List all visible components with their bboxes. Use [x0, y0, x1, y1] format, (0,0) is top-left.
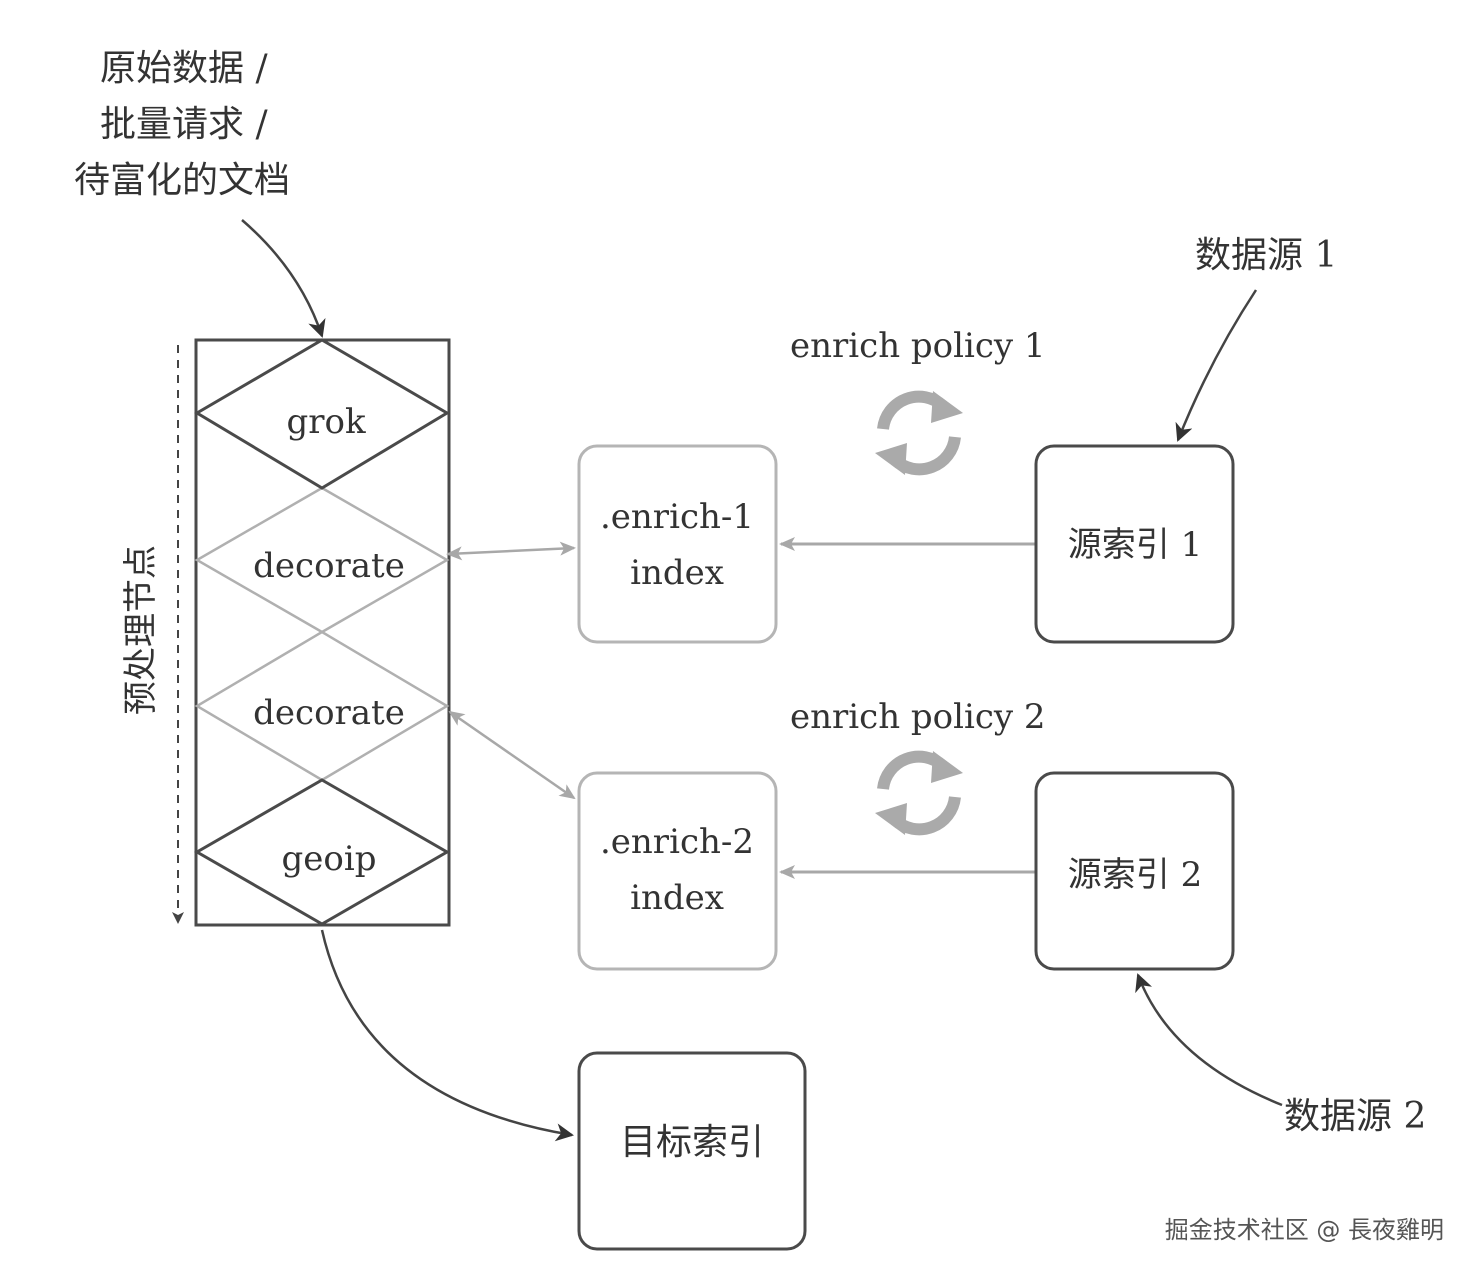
target-index-label: 目标索引: [620, 1122, 764, 1163]
decorate-2-enrich-2-link: [448, 710, 576, 800]
processor-geoip-label: geoip: [282, 839, 377, 879]
data-source-1-arrow: [1175, 289, 1258, 442]
enrich-index-1-line2: index: [630, 553, 724, 593]
enrich-index-2-line2: index: [630, 878, 724, 918]
input-label-line3: 待富化的文档: [74, 160, 290, 201]
input-label-line2: 批量请求 /: [100, 104, 268, 145]
source-index-2-box: [1034, 771, 1235, 971]
target-index-box: [577, 1051, 807, 1251]
processor-geoip-shape: [193, 778, 451, 926]
enrich-index-2-line1: .enrich-2: [600, 822, 754, 862]
watermark: 掘金技术社区 @ 長夜雞明: [1165, 1216, 1444, 1244]
enrich-index-1-box: [577, 444, 778, 644]
sync-icon: [875, 750, 963, 836]
pipeline-to-target-arrow: [320, 929, 574, 1142]
enrich-index-1-line1: .enrich-1: [600, 497, 754, 537]
data-source-1-label: 数据源 1: [1195, 235, 1337, 276]
processor-grok-shape: [194, 338, 450, 490]
processor-grok-label: grok: [286, 402, 365, 442]
decorate-1-enrich-1-link: [446, 541, 576, 561]
data-source-2-arrow: [1135, 973, 1283, 1107]
enrich-policy-1-label: enrich policy 1: [790, 326, 1046, 366]
enrich-policy-2-label: enrich policy 2: [790, 697, 1046, 737]
processor-decorate-1-label: decorate: [253, 546, 405, 586]
source-index-2-label: 源索引 2: [1068, 855, 1202, 895]
processor-decorate-2-label: decorate: [253, 693, 405, 733]
enrich-index-2-box: [577, 771, 778, 971]
pipeline-side-label: 预处理节点: [121, 545, 161, 715]
input-label-line1: 原始数据 /: [100, 48, 268, 89]
data-source-2-label: 数据源 2: [1284, 1096, 1426, 1137]
input-arrow: [241, 219, 326, 338]
source-index-1-label: 源索引 1: [1068, 525, 1202, 565]
sync-icon: [875, 390, 963, 476]
source-index-1-box: [1034, 444, 1235, 644]
